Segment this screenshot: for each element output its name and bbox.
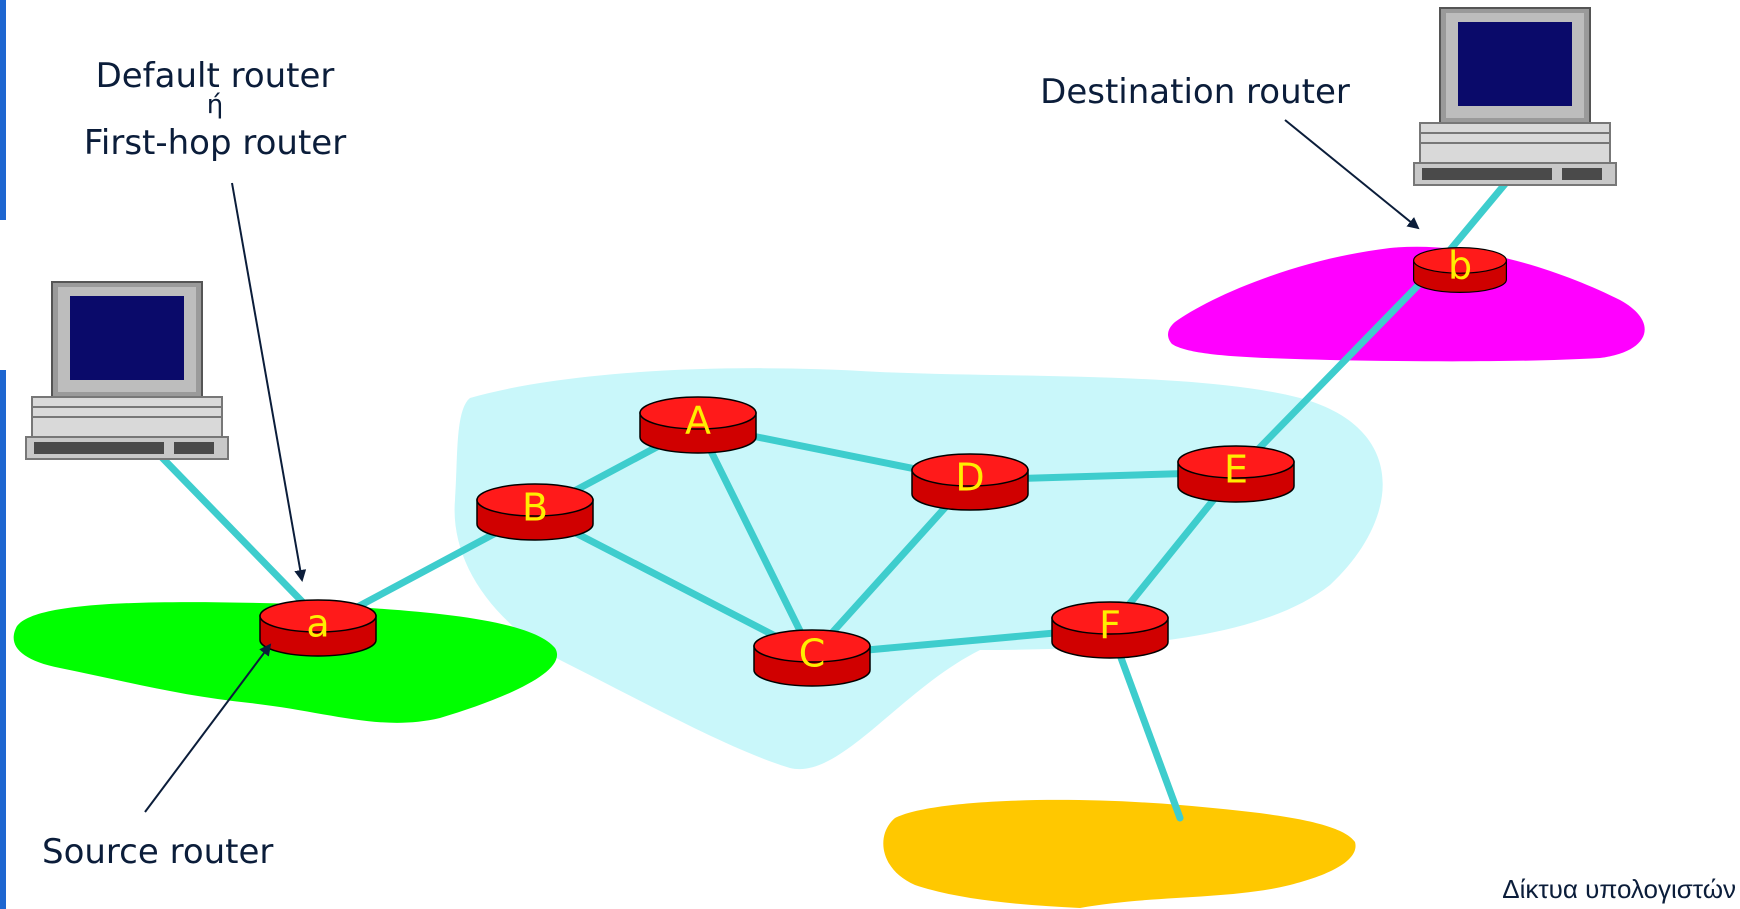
source-network bbox=[13, 602, 558, 723]
footer-text: Δίκτυα υπολογιστών bbox=[1502, 874, 1736, 904]
label-or: ή bbox=[207, 90, 223, 120]
link-A-C bbox=[694, 421, 816, 659]
link-E-b bbox=[1232, 264, 1439, 476]
router-label-F: F bbox=[1099, 604, 1121, 648]
router-label-B: B bbox=[522, 486, 548, 530]
router-F: F bbox=[1051, 601, 1169, 659]
computer-icon-destination bbox=[1413, 7, 1617, 186]
left-accent-gap bbox=[0, 220, 6, 370]
link-B-C bbox=[531, 508, 816, 659]
link-pc1-a bbox=[141, 436, 324, 624]
router-label-b: b bbox=[1448, 244, 1472, 288]
label-destination-router: Destination router bbox=[1040, 72, 1350, 112]
arrow-icon-source bbox=[144, 643, 272, 813]
computer-icon-source bbox=[25, 281, 229, 460]
destination-network bbox=[1168, 246, 1645, 362]
router-B: B bbox=[476, 483, 594, 541]
router-label-D: D bbox=[955, 456, 984, 500]
link-D-C bbox=[808, 476, 974, 659]
router-a: a bbox=[259, 599, 377, 657]
router-C: C bbox=[753, 629, 871, 687]
other-network bbox=[883, 799, 1356, 908]
link-F-other bbox=[1106, 624, 1184, 822]
arrow-icon-destination bbox=[1284, 119, 1420, 230]
router-D: D bbox=[911, 453, 1029, 511]
router-label-E: E bbox=[1224, 448, 1248, 492]
label-source-router: Source router bbox=[42, 832, 273, 872]
router-E: E bbox=[1177, 445, 1295, 503]
router-label-C: C bbox=[799, 632, 826, 676]
left-accent-bar bbox=[0, 0, 6, 909]
router-b: b bbox=[1412, 244, 1508, 293]
arrow-icon-first-hop bbox=[231, 182, 307, 582]
label-first-hop-router: First-hop router bbox=[84, 123, 346, 163]
core-network bbox=[454, 368, 1383, 770]
label-default-router: Default router bbox=[96, 56, 335, 96]
router-label-a: a bbox=[306, 602, 329, 646]
router-A: A bbox=[639, 396, 757, 454]
router-label-A: A bbox=[685, 399, 711, 443]
